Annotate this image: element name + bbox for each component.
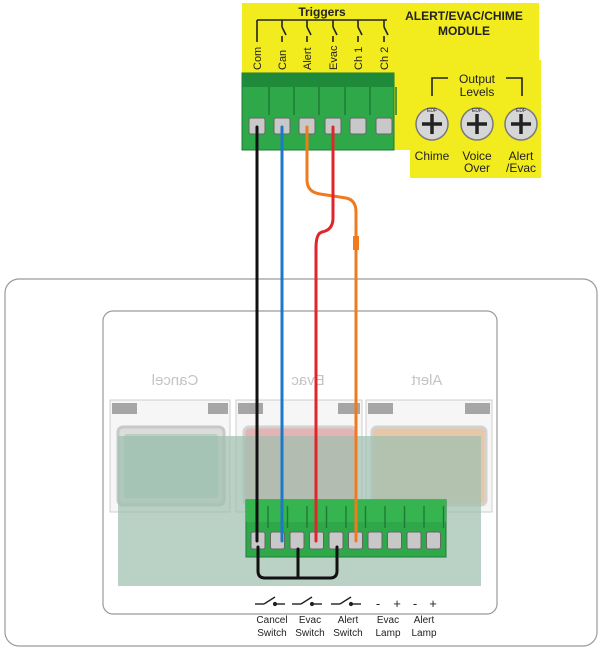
- trigger-switch-symbol: [332, 20, 338, 42]
- output-levels-line1: Output: [459, 72, 496, 86]
- triggers-title: Triggers: [298, 5, 346, 19]
- panel-label-evac: Evac: [291, 372, 325, 389]
- bottom-terminal-block: [245, 499, 447, 558]
- switch-symbol: [331, 596, 361, 607]
- polarity-mark: +: [429, 596, 437, 611]
- output-level-pot-0[interactable]: EDF: [415, 107, 449, 141]
- polarity-mark: -: [413, 596, 417, 611]
- switch-label-line2: Switch: [257, 628, 286, 639]
- top-terminal-screw: [349, 117, 367, 135]
- wires: [255, 125, 359, 580]
- pot-label-line2: /Evac: [506, 161, 536, 175]
- terminal-label-1: Can: [277, 50, 289, 70]
- bottom-terminal-screw: [367, 531, 383, 550]
- trigger-switch-symbol: [281, 20, 287, 42]
- bottom-switch-symbols: [255, 596, 361, 607]
- top-terminal-block: [241, 72, 397, 151]
- pot-text: EDF: [427, 108, 437, 114]
- pot-label-line2: Over: [464, 161, 490, 175]
- terminal-label-0: Com: [252, 47, 264, 70]
- bottom-terminal-screw: [426, 531, 441, 550]
- terminal-label-5: Ch 2: [379, 47, 391, 70]
- switch-label-line2: Switch: [295, 628, 324, 639]
- triggers-bracket: [256, 19, 389, 42]
- lamp-label-line1: Evac: [377, 615, 399, 626]
- module-title-line2: MODULE: [438, 24, 490, 38]
- output-levels-bracket: [431, 77, 523, 96]
- terminal-label-4: Ch 1: [353, 47, 365, 70]
- pot-label-line1: Voice: [462, 149, 492, 163]
- wire-evac-red: [314, 125, 335, 543]
- switch-label-line1: Alert: [338, 615, 359, 626]
- panel-label-cancel: Cancel: [152, 372, 199, 389]
- pot-label-line1: Chime: [415, 149, 450, 163]
- common-jumper: [256, 545, 339, 580]
- panel-label-alert: Alert: [411, 372, 443, 389]
- trigger-switch-symbol: [306, 20, 312, 42]
- lamp-label-line2: Lamp: [375, 628, 400, 639]
- bottom-terminal-screw: [387, 531, 402, 550]
- module-title-line1: ALERT/EVAC/CHIME: [405, 9, 523, 23]
- lamp-label-line2: Lamp: [411, 628, 436, 639]
- switch-label-line1: Evac: [299, 615, 321, 626]
- terminal-label-2: Alert: [302, 47, 314, 70]
- polarity-mark: -: [376, 596, 380, 611]
- output-level-pot-2[interactable]: EDF: [504, 107, 538, 141]
- bottom-terminal-screw: [406, 531, 422, 550]
- terminal-label-3: Evac: [328, 45, 340, 70]
- pot-text: EDF: [516, 108, 526, 114]
- switch-label-line1: Cancel: [256, 615, 287, 626]
- output-level-pot-1[interactable]: EDF: [460, 107, 494, 141]
- top-terminal-screw: [375, 117, 393, 135]
- trigger-switch-symbol: [357, 20, 363, 42]
- switch-symbol: [292, 596, 322, 607]
- polarity-mark: +: [393, 596, 401, 611]
- pot-text: EDF: [472, 108, 482, 114]
- pot-label-line1: Alert: [509, 149, 534, 163]
- lamp-label-line1: Alert: [414, 615, 435, 626]
- switch-label-line2: Switch: [333, 628, 362, 639]
- bottom-terminal-screw: [289, 531, 305, 550]
- trigger-switch-symbol: [383, 20, 389, 42]
- output-levels-line2: Levels: [460, 85, 495, 99]
- switch-symbol: [255, 596, 285, 607]
- wire-alert-connector: [353, 236, 359, 250]
